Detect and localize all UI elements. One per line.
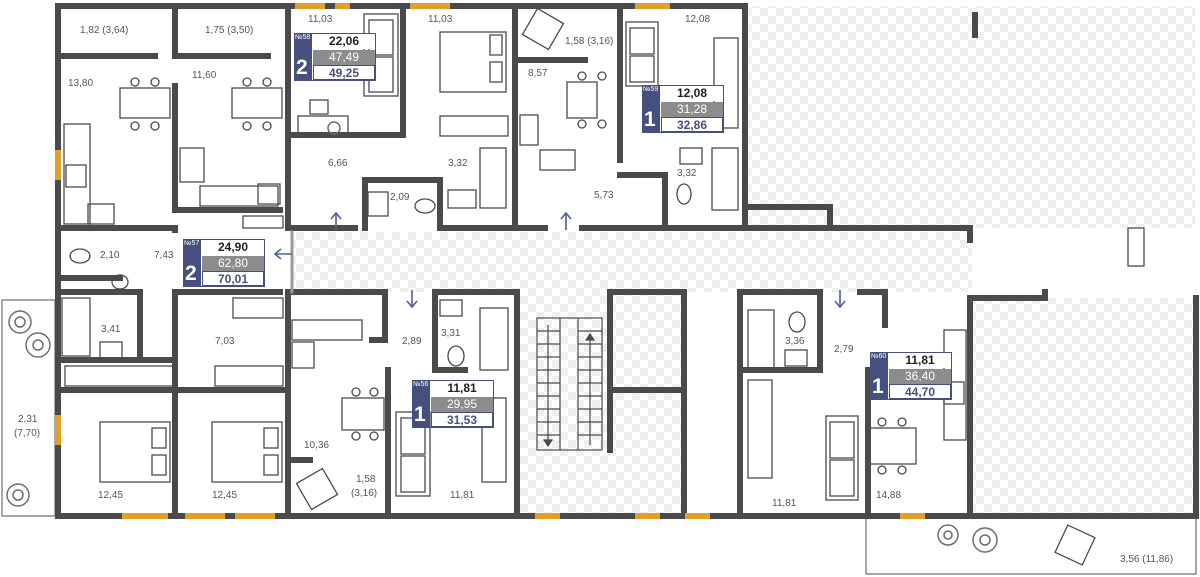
room-area-label: 3,41 bbox=[101, 324, 121, 335]
badge-side: №58 2 bbox=[294, 33, 312, 81]
total-area: 47,49 bbox=[313, 50, 375, 65]
windows bbox=[55, 3, 925, 519]
badge-frame bbox=[412, 380, 494, 428]
room-area-label: 11,81 bbox=[772, 498, 797, 509]
room-area-label: 2,09 bbox=[390, 192, 410, 203]
apartment-badge-60[interactable]: №60 1 11,81 36,40 44,70 bbox=[870, 352, 952, 400]
room-count: 2 bbox=[296, 56, 308, 79]
room-area-label: 10,36 bbox=[304, 440, 329, 451]
room-area-label: 7,03 bbox=[215, 336, 235, 347]
room-area-label: (3,16) bbox=[351, 488, 377, 499]
apartment-number: №56 bbox=[413, 381, 429, 388]
room-count: 1 bbox=[644, 108, 656, 131]
room-area-label: 5,73 bbox=[594, 190, 614, 201]
gross-area: 49,25 bbox=[313, 65, 375, 80]
room-area-label: 12,45 bbox=[212, 490, 237, 501]
apartment-badge-56[interactable]: №56 1 11,81 29,95 31,53 bbox=[412, 380, 494, 428]
furniture bbox=[61, 7, 1145, 566]
total-area: 36,40 bbox=[889, 369, 951, 384]
room-area-label: 2,89 bbox=[402, 336, 422, 347]
gross-area: 70,01 bbox=[202, 271, 264, 286]
room-area-label: 2,79 bbox=[834, 344, 854, 355]
balcony-left bbox=[1, 299, 56, 517]
living-area: 22,06 bbox=[313, 34, 375, 49]
room-area-label: 11,60 bbox=[192, 70, 217, 81]
balcony-right bbox=[865, 515, 1197, 575]
room-area-label: 7,43 bbox=[154, 250, 174, 261]
corridor-hatch bbox=[292, 232, 972, 292]
room-area-label: 1,58 bbox=[356, 474, 376, 485]
total-area: 29,95 bbox=[431, 397, 493, 412]
plants bbox=[6, 121, 998, 553]
right-block-hatch bbox=[745, 6, 1195, 228]
badge-frame bbox=[183, 239, 265, 287]
room-area-label: 2,10 bbox=[100, 250, 120, 261]
room-area-label: 3,56 (11,86) bbox=[1120, 554, 1173, 565]
room-count: 1 bbox=[872, 375, 884, 398]
badge-side: №56 1 bbox=[412, 380, 430, 428]
apartment-badge-57[interactable]: №57 2 24,90 62,80 70,01 bbox=[183, 239, 265, 287]
badge-side: №57 2 bbox=[183, 239, 201, 287]
room-area-label: 12,45 bbox=[98, 490, 123, 501]
badge-frame bbox=[870, 352, 952, 400]
room-count: 1 bbox=[414, 403, 426, 426]
gross-area: 31,53 bbox=[431, 412, 493, 427]
badge-frame bbox=[294, 33, 376, 81]
room-area-label: 3,31 bbox=[441, 328, 461, 339]
total-area: 31,28 bbox=[661, 102, 723, 117]
apartment-badge-58[interactable]: №58 2 22,06 47,49 49,25 bbox=[294, 33, 376, 81]
gross-area: 32,86 bbox=[661, 117, 723, 132]
room-labels: 1,82 (3,64) 1,75 (3,50) 11,03 11,03 1,58… bbox=[14, 14, 1173, 565]
staircase bbox=[536, 317, 603, 451]
living-area: 24,90 bbox=[202, 240, 264, 255]
badge-side: №59 1 bbox=[642, 85, 660, 133]
room-area-label: 2,31 bbox=[18, 414, 38, 425]
room-area-label: 13,80 bbox=[68, 78, 93, 89]
living-area: 11,81 bbox=[431, 381, 493, 396]
room-area-label: 1,58 (3,16) bbox=[565, 36, 613, 47]
room-area-label: 11,03 bbox=[428, 14, 453, 25]
room-area-label: 12,08 bbox=[685, 14, 710, 25]
room-area-label: 3,36 bbox=[785, 336, 805, 347]
apartment-number: №57 bbox=[184, 240, 200, 247]
apartment-number: №58 bbox=[295, 34, 311, 41]
room-area-label: 1,82 (3,64) bbox=[80, 25, 128, 36]
common-areas bbox=[292, 6, 1195, 514]
stair-hall-hatch bbox=[517, 292, 684, 514]
room-area-label: 8,57 bbox=[528, 68, 548, 79]
room-area-label: (7,70) bbox=[14, 428, 40, 439]
room-area-label: 3,32 bbox=[677, 168, 697, 179]
apartment-badge-59[interactable]: №59 1 12,08 31,28 32,86 bbox=[642, 85, 724, 133]
badge-side: №60 1 bbox=[870, 352, 888, 400]
apartment-number: №59 bbox=[643, 86, 659, 93]
entry-arrows bbox=[273, 211, 846, 309]
room-count: 2 bbox=[185, 262, 197, 285]
right-lower-hatch bbox=[972, 298, 1195, 514]
apartment-number: №60 bbox=[871, 353, 887, 360]
living-area: 12,08 bbox=[661, 86, 723, 101]
room-area-label: 3,32 bbox=[448, 158, 468, 169]
room-area-label: 6,66 bbox=[328, 158, 348, 169]
room-area-label: 11,03 bbox=[308, 14, 333, 25]
living-area: 11,81 bbox=[889, 353, 951, 368]
room-area-label: 14,88 bbox=[876, 490, 901, 501]
total-area: 62,80 bbox=[202, 256, 264, 271]
room-area-label: 1,75 (3,50) bbox=[205, 25, 253, 36]
gross-area: 44,70 bbox=[889, 384, 951, 399]
room-area-label: 11,81 bbox=[450, 490, 475, 501]
badge-frame bbox=[642, 85, 724, 133]
